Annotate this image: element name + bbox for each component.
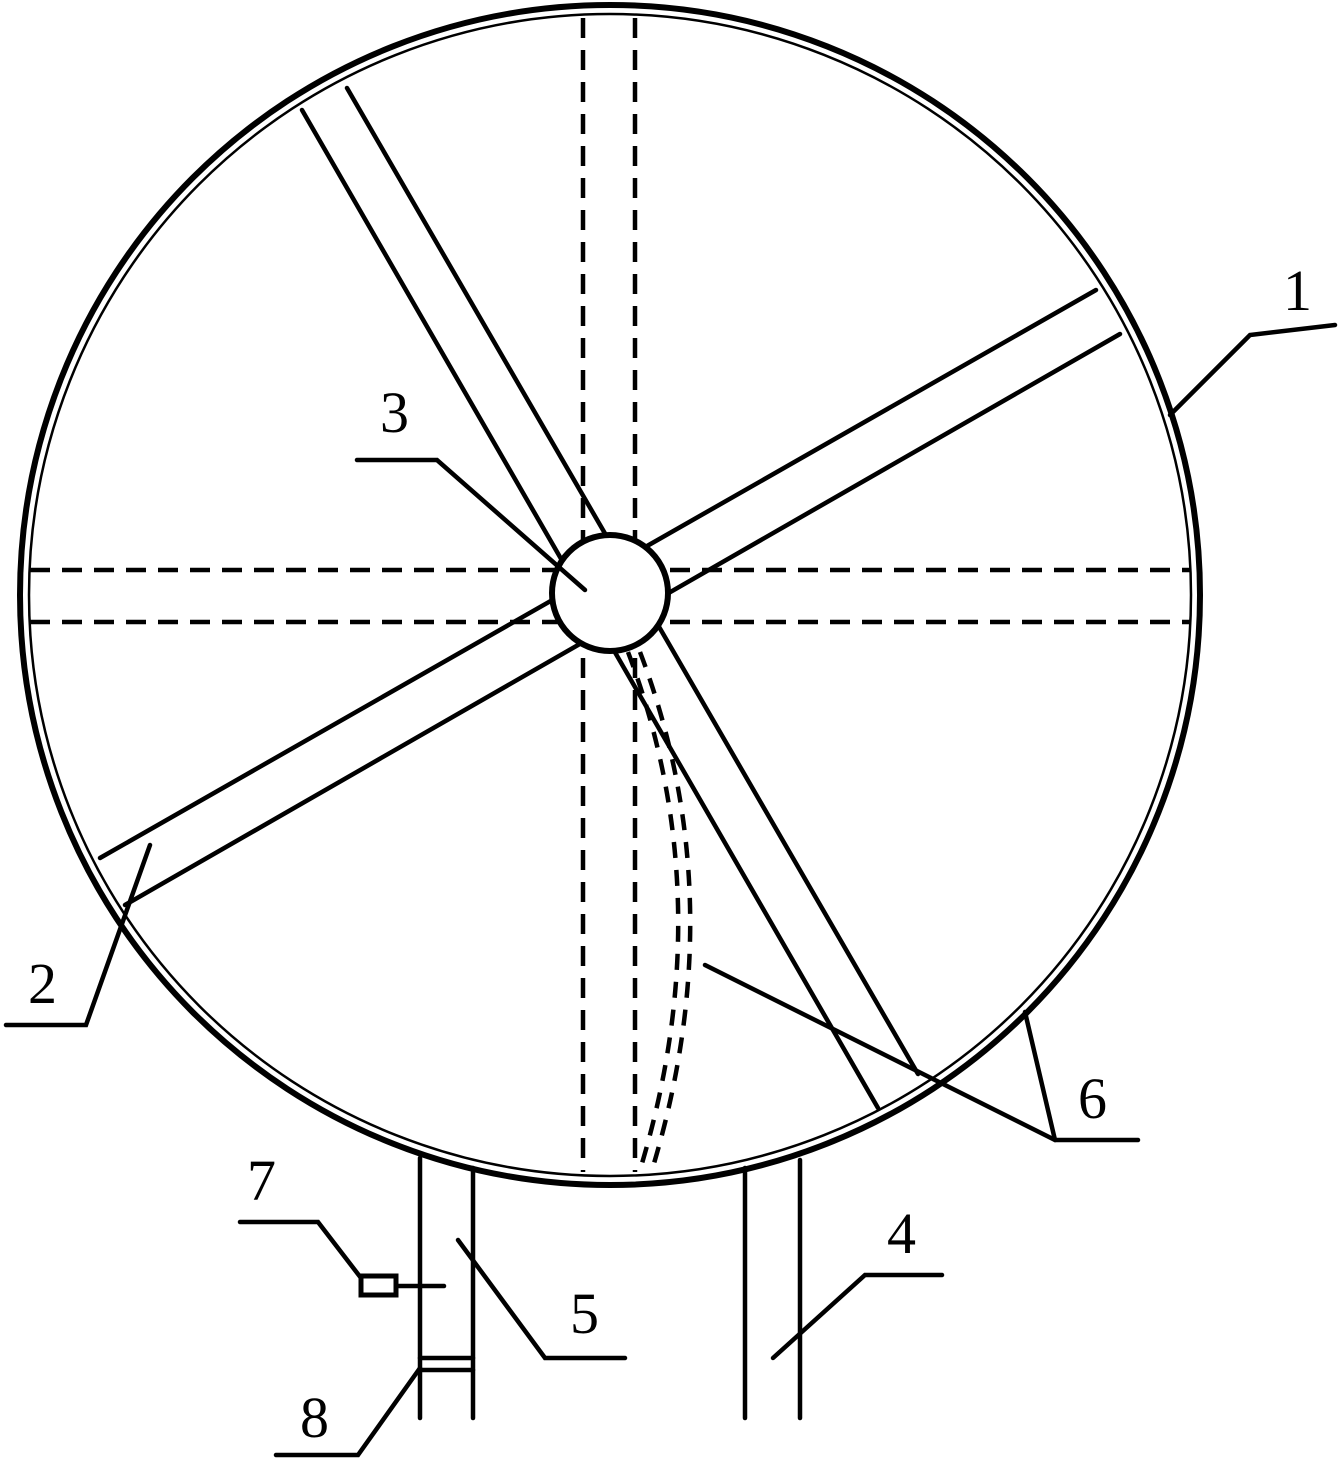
leader-4 <box>770 1272 945 1361</box>
label-3: 3 <box>380 380 409 445</box>
leader-7 <box>237 1219 364 1281</box>
outer-ring <box>17 2 1203 1188</box>
valve-7 <box>358 1273 447 1298</box>
leader-5 <box>455 1237 628 1361</box>
center-hub <box>549 532 671 654</box>
leader-1 <box>1167 322 1338 418</box>
label-8: 8 <box>300 1385 329 1450</box>
label-1: 1 <box>1283 258 1312 323</box>
label-2: 2 <box>28 951 57 1016</box>
label-5: 5 <box>570 1281 599 1346</box>
label-6: 6 <box>1078 1066 1107 1131</box>
pipe-4 <box>742 1157 803 1421</box>
curved-dashed-channel <box>625 651 693 1171</box>
leader-3 <box>354 457 588 593</box>
leader-8 <box>273 1365 423 1458</box>
leader-6a <box>702 962 1141 1143</box>
leader-2 <box>3 842 153 1028</box>
label-7: 7 <box>247 1148 276 1213</box>
label-4: 4 <box>887 1201 916 1266</box>
leader-6b <box>1022 1009 1058 1143</box>
